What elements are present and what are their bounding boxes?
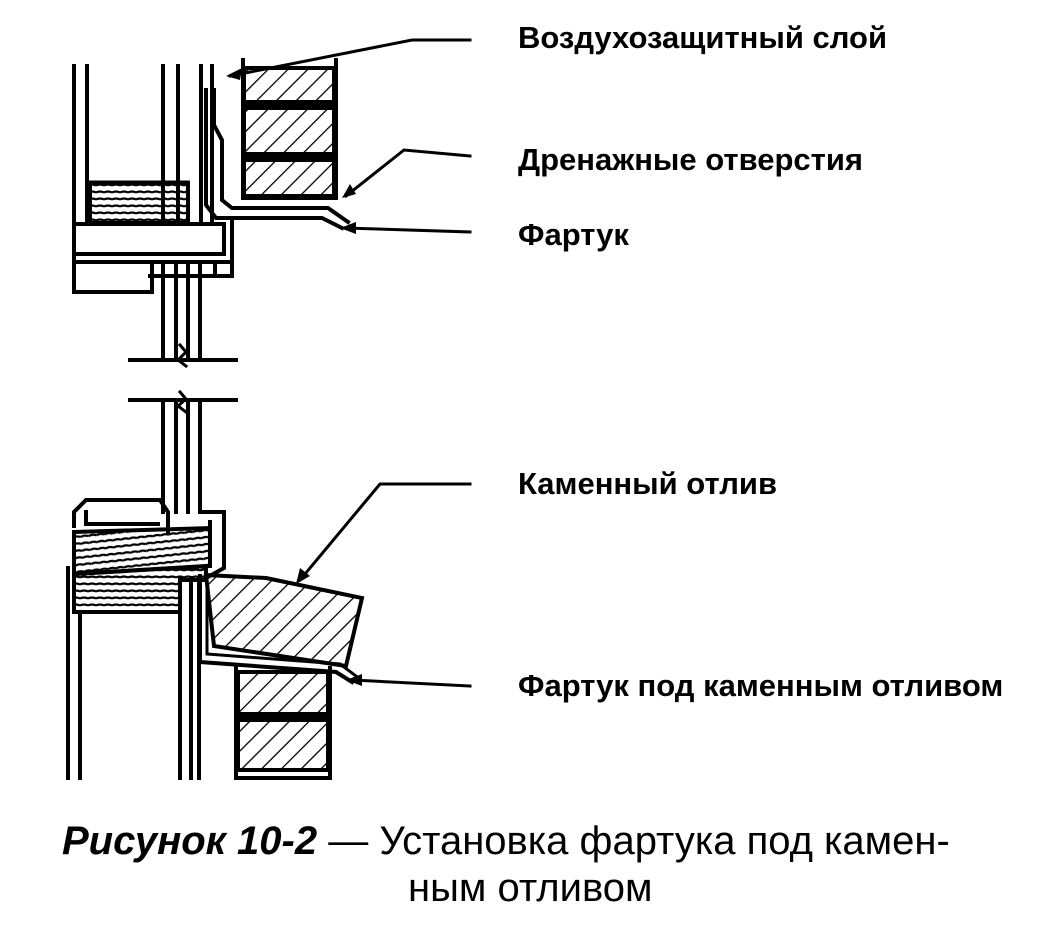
label-apron: Фартук [518, 217, 629, 252]
leader-drain-holes [343, 148, 472, 199]
caption-line-1: Рисунок 10-2 — Установка фартука под кам… [62, 818, 950, 865]
head-detail [72, 58, 351, 362]
leader-lines [228, 38, 472, 688]
stone-sill [203, 572, 365, 669]
caption-text-1: Установка фартука под камен- [379, 819, 950, 863]
brick [242, 158, 336, 198]
brick [242, 66, 336, 104]
sill-detail [66, 398, 365, 780]
brick [236, 718, 330, 772]
caption-text-2: ным отливом [408, 866, 653, 910]
label-stone-sill: Каменный отлив [518, 466, 778, 501]
caption-dash: — [317, 819, 380, 863]
label-air-barrier: Воздухозащитный слой [518, 20, 888, 55]
figure-number: Рисунок 10-2 [62, 819, 318, 863]
label-apron-under-sill: Фартук под каменным отливом [518, 668, 1004, 703]
arrowheads [226, 68, 362, 686]
frame-head [72, 222, 226, 256]
label-drain-holes: Дренажные отверстия [518, 142, 863, 177]
caption-line-2: ным отливом [408, 865, 653, 912]
leader-stone-sill [297, 482, 472, 583]
apron-flashing [204, 88, 345, 231]
wood-header [88, 181, 190, 225]
brick [236, 670, 330, 716]
break-line [175, 342, 189, 415]
leader-apron [344, 226, 472, 234]
wood-sill-lower [72, 563, 208, 614]
wood-sill [72, 525, 212, 577]
leader-apron-under-sill [350, 678, 472, 688]
leader-air-barrier [228, 38, 472, 78]
apron-under-sill [198, 574, 355, 685]
brick [242, 106, 336, 156]
